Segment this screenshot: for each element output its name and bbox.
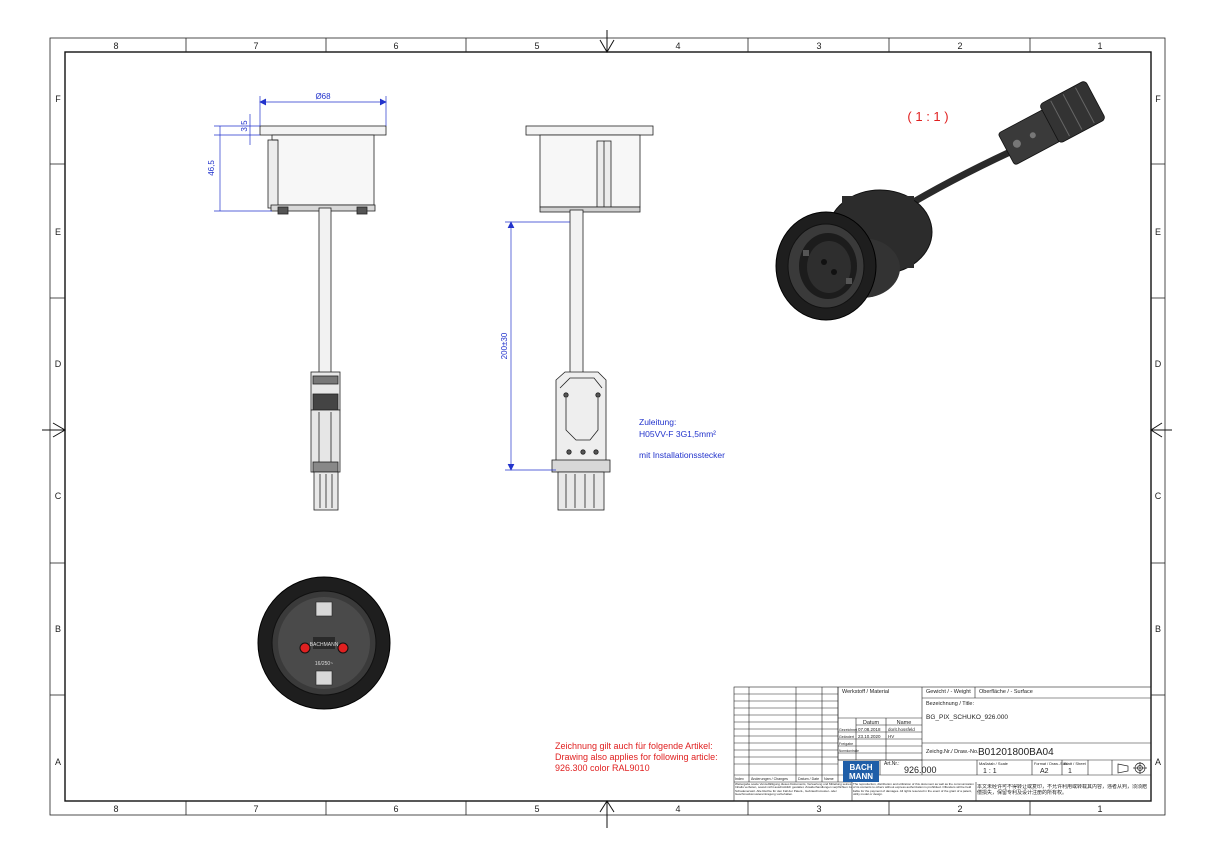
tb-drawing-no-label: Zeichg.Nr./ Draw.-No.: [926,749,981,755]
tb-format-label: Format / Draw.-Size [1034,762,1068,766]
tb-article-no: 926.000 [904,765,937,775]
row-label-right-a: A [1155,757,1161,767]
col-label-bottom-4: 4 [675,804,680,814]
dim-diameter: Ø68 [315,92,331,101]
row-label-left-a: A [55,757,61,767]
tb-sheet-value: 1 [1068,768,1072,775]
col-label-top-6: 6 [393,41,398,51]
tb-row-drawn-name: dorit.hossfeld [888,727,915,732]
inner-frame [64,51,1152,802]
col-label-top-2: 2 [957,41,962,51]
tb-legal-cn-text: 本文未经许可不得转让或复印，不允许利用或转载其内容，违者从判，须须赔偿损失，保留… [977,784,1148,796]
tb-row-checked: Geändert [839,735,854,739]
row-label-left-e: E [55,227,61,237]
side-view [525,125,654,511]
dim-flange-thickness: 3,5 [240,120,249,132]
tb-name-header: Name [897,720,912,726]
logo-line2: MANN [849,772,873,781]
cable-note-line3: mit Installationsstecker [639,450,725,460]
tb-rev-name: Name [824,777,834,781]
tb-scale-label: Maßstab / Scale [979,761,1009,766]
tb-format-value: A2 [1040,768,1049,775]
tb-material-label: Werkstoff / Material [842,689,889,695]
bachmann-logo: BACH MANN [843,761,879,782]
col-label-bottom-6: 6 [393,804,398,814]
row-label-right-e: E [1155,227,1161,237]
tb-date-header: Datum [863,720,880,726]
front-view [259,125,387,511]
tb-article-label: Art.Nr.: [884,761,900,767]
tb-legal-de: Weitergabe sowie Vervielfältigung dieses… [735,783,852,797]
tb-surface-label: Oberfläche / - Surface [979,689,1033,695]
col-label-bottom-8: 8 [113,804,118,814]
isometric-view [775,81,1105,321]
socket-face-brand: BACHMANN [310,642,339,648]
tb-weight-label: Gewicht / - Weight [926,689,971,695]
col-label-bottom-1: 1 [1097,804,1102,814]
row-label-left-c: C [55,491,62,501]
col-label-bottom-7: 7 [253,804,258,814]
socket-face-rating: 16/250~ [315,661,333,667]
projection-symbol-icon [1117,762,1147,774]
row-label-left-f: F [55,94,61,104]
dim-body-height: 46,5 [207,160,216,176]
title-block [733,686,1152,802]
cable-note-line2: H05VV-F 3G1,5mm² [639,429,716,439]
row-label-right-b: B [1155,624,1161,634]
article-note-line1: Zeichnung gilt auch für folgende Artikel… [555,741,713,751]
tb-rev-changes: Änderungen / Changes [751,777,788,781]
cable-note-line1: Zuleitung: [639,417,676,427]
article-note-line2: Drawing also applies for following artic… [555,752,718,762]
col-label-top-8: 8 [113,41,118,51]
tb-legal-en-text: The reproduction, distribution and utili… [853,783,974,797]
row-label-right-f: F [1155,94,1161,104]
front-dimensions [214,96,387,212]
col-label-top-1: 1 [1097,41,1102,51]
col-label-top-4: 4 [675,41,680,51]
side-dimensions [505,221,570,471]
row-label-right-c: C [1155,491,1162,501]
tb-legal-en: The reproduction, distribution and utili… [853,783,974,797]
tb-drawing-no: B01201800BA04 [978,747,1054,758]
center-marks [42,30,1172,828]
col-label-bottom-3: 3 [816,804,821,814]
iso-scale-label: ( 1 : 1 ) [907,109,948,124]
tb-row-drawn-date: 07.08.2018 [858,727,881,732]
col-label-top-7: 7 [253,41,258,51]
tb-rev-date: Datum / Date [798,777,819,781]
article-note-line3: 926.300 color RAL9010 [555,763,650,773]
tb-title-label: Bezeichnung / Title: [926,701,974,707]
tb-title-value: BG_PIX_SCHUKO_926.000 [926,714,1008,721]
row-label-right-d: D [1155,359,1162,369]
logo-line1: BACH [849,763,872,772]
tb-scale-value: 1 : 1 [983,768,997,775]
col-label-bottom-5: 5 [534,804,539,814]
tb-sheet-label: Blatt / Sheet [1064,761,1087,766]
tb-row-drawn: Gezeichnet [839,728,857,732]
row-label-left-d: D [55,359,62,369]
tb-row-checked-name: HV [888,734,894,739]
tb-legal-de-text: Weitergabe sowie Vervielfältigung dieses… [735,783,852,797]
tb-row-release: Freigabe [839,742,853,746]
tb-row-norm: Normkontrolle [839,749,859,753]
socket-face-view [257,576,391,710]
col-label-top-5: 5 [534,41,539,51]
tb-legal-cn: 本文未经许可不得转让或复印，不允许利用或转载其内容，违者从判，须须赔偿损失，保留… [977,784,1148,796]
tb-row-checked-date: 23.10.2020 [858,734,881,739]
tb-rev-index: Index [735,777,744,781]
col-label-bottom-2: 2 [957,804,962,814]
dim-cable-length: 200±30 [500,332,509,359]
col-label-top-3: 3 [816,41,821,51]
row-label-left-b: B [55,624,61,634]
